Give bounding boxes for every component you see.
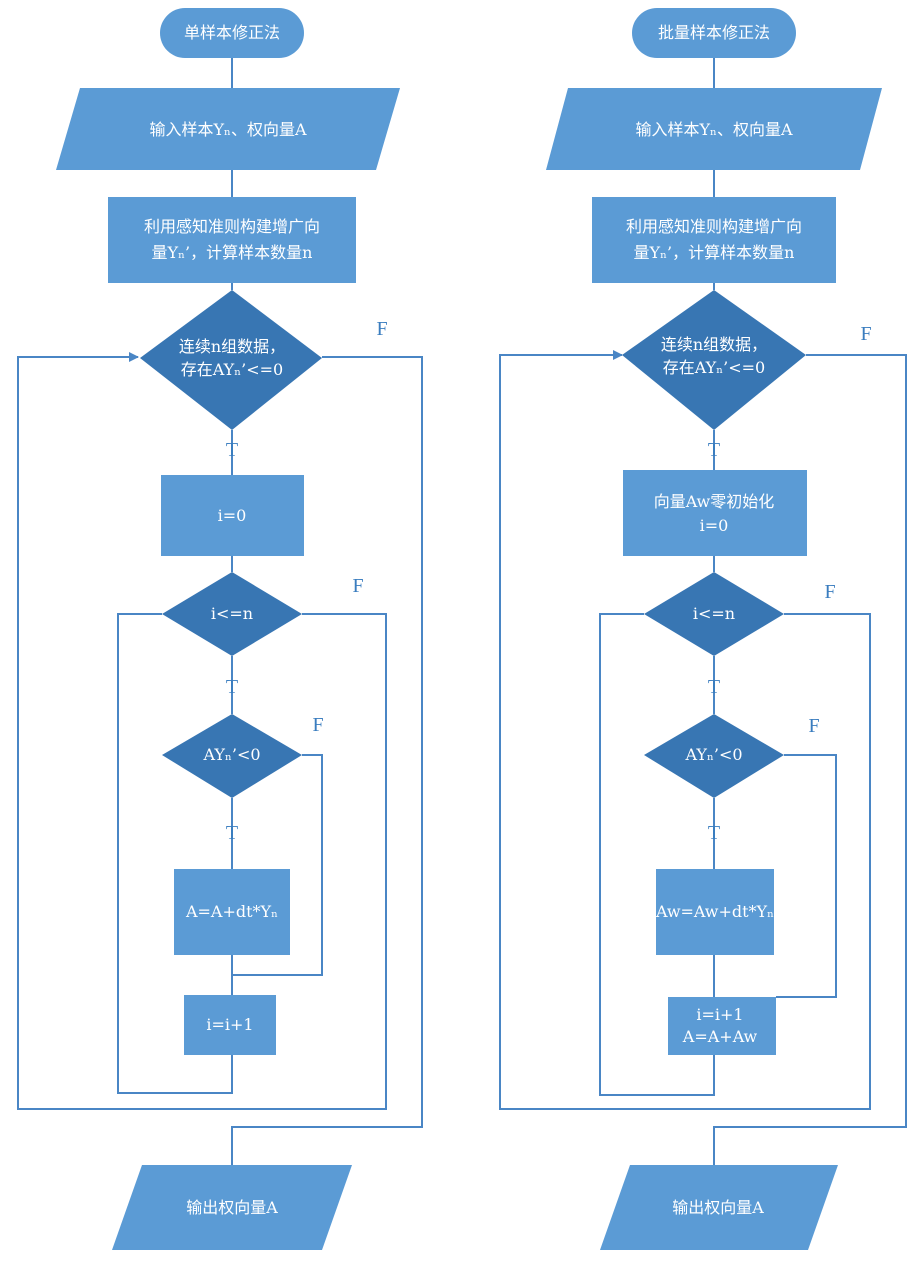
left-augment-line-2: 量Yₙ’，计算样本数量n [152, 243, 313, 262]
right-true-label-2: T [708, 676, 720, 698]
left-increment-label: i=i+1 [206, 1015, 253, 1034]
right-input-label: 输入样本Yₙ、权向量A [635, 120, 792, 139]
right-init-line-1: 向量Aw零初始化 [654, 492, 775, 511]
right-true-label-3: T [708, 822, 720, 844]
right-false-label-2: F [824, 581, 835, 603]
right-start-terminal [632, 8, 796, 58]
right-inner-decision-label: AYₙ’<0 [684, 745, 742, 764]
left-outer-decision-line-2: 存在AYₙ’<=0 [181, 360, 283, 379]
left-input-box [56, 88, 400, 170]
right-increment-line-2: A=A+Aw [682, 1027, 758, 1046]
left-update-label: A=A+dt*Yₙ [185, 902, 278, 921]
left-augment-box [108, 197, 356, 283]
left-input-label: 输入样本Yₙ、权向量A [149, 120, 306, 139]
left-outer-decision [140, 290, 322, 430]
left-connectors [17, 58, 423, 1165]
left-false-label-1: F [376, 318, 387, 340]
right-output-box [600, 1165, 838, 1250]
left-update-box [174, 869, 290, 955]
right-augment-line-1: 利用感知准则构建增广向 [626, 217, 802, 236]
left-inner-decision-label: AYₙ’<0 [202, 745, 260, 764]
left-outer-decision-line-1: 连续n组数据， [179, 337, 285, 356]
left-flowchart: 单样本修正法 输入样本Yₙ、权向量A 利用感知准则构建增广向 量Yₙ’，计算样本… [17, 8, 423, 1250]
right-outer-decision-line-1: 连续n组数据， [661, 335, 767, 354]
left-mid-decision-label: i<=n [211, 604, 253, 623]
right-connectors [499, 58, 907, 1165]
right-input-box [546, 88, 882, 170]
left-output-label: 输出权向量A [186, 1198, 278, 1217]
right-update-label: Aw=Aw+dt*Yₙ [655, 902, 774, 921]
right-augment-box [592, 197, 836, 283]
left-false-label-3: F [312, 714, 323, 736]
left-mid-decision [162, 572, 302, 656]
right-increment-box [668, 997, 776, 1055]
left-true-label-1: T [226, 439, 238, 461]
left-init-box [161, 475, 304, 556]
left-increment-box [184, 995, 276, 1055]
right-increment-line-1: i=i+1 [696, 1005, 743, 1024]
left-false-label-2: F [352, 575, 363, 597]
left-inner-decision [162, 714, 302, 798]
right-init-line-2: i=0 [700, 516, 729, 535]
right-false-label-3: F [808, 715, 819, 737]
left-start-label: 单样本修正法 [184, 23, 280, 42]
left-augment-line-1: 利用感知准则构建增广向 [144, 217, 320, 236]
right-inner-decision [644, 714, 784, 798]
right-flowchart: 批量样本修正法 输入样本Yₙ、权向量A 利用感知准则构建增广向 量Yₙ’，计算样… [499, 8, 907, 1250]
left-output-box [112, 1165, 352, 1250]
right-outer-decision [622, 290, 806, 430]
left-true-label-3: T [226, 822, 238, 844]
right-update-box [656, 869, 774, 955]
left-true-label-2: T [226, 676, 238, 698]
right-output-label: 输出权向量A [672, 1198, 764, 1217]
left-start-terminal [160, 8, 304, 58]
left-init-label: i=0 [218, 506, 247, 525]
right-mid-decision-label: i<=n [693, 604, 735, 623]
right-init-box [623, 470, 807, 556]
right-augment-line-2: 量Yₙ’，计算样本数量n [634, 243, 795, 262]
right-false-label-1: F [860, 323, 871, 345]
right-true-label-1: T [708, 439, 720, 461]
right-mid-decision [644, 572, 784, 656]
right-outer-decision-line-2: 存在AYₙ’<=0 [663, 358, 765, 377]
right-start-label: 批量样本修正法 [658, 23, 770, 42]
